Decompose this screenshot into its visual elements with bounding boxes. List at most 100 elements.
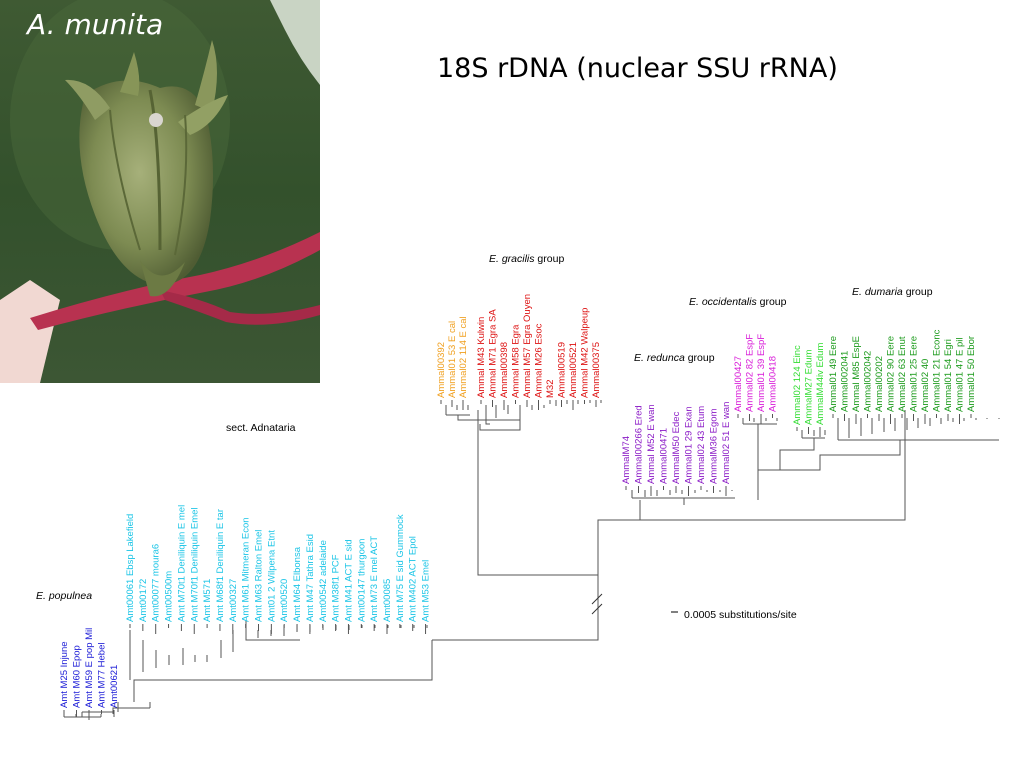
group-label-gracilis: E. gracilis group (489, 253, 564, 265)
tip-label-adnataria: Amt00500m (164, 571, 175, 622)
tip-label-dumaria_dark: Ammal M85 EspE (851, 336, 862, 412)
tip-label-adnataria: Amt00085 (382, 579, 393, 622)
tip-label-redunca: Ammal01 29 Exan (684, 406, 695, 484)
tip-label-adnataria: Amt M68f1 Deniliquin E tar (215, 509, 226, 622)
tip-label-dumaria_dark: Ammal01 49 Eere (828, 336, 839, 412)
tip-label-adnataria: Amt M41 ACT E sid (343, 539, 354, 622)
tip-label-adnataria: Amt00542 adelaide (318, 540, 329, 622)
tip-label-adnataria: Amt M53 Emel (421, 560, 432, 622)
tip-label-dumaria_light: Ammal02 124 Einc (792, 345, 803, 425)
tip-label-gracilis_red: Ammal00398 (499, 342, 510, 398)
tip-label-redunca: AmmalM50 Edec (671, 411, 682, 484)
group-label-adnataria: sect. Adnataria (226, 422, 296, 434)
tip-label-dumaria_dark: Ammal02 63 Enut (897, 336, 908, 412)
tip-label-dumaria_light: AmmalM27 Edum (804, 349, 815, 425)
tip-label-adnataria: Amt M75 E sid Gummock (395, 514, 406, 622)
tip-label-redunca: Ammal00266 Ered (634, 405, 645, 484)
tip-label-redunca: Ammal00471 (659, 428, 670, 484)
tip-label-populnea: Amt00621 (109, 665, 120, 708)
internal-branch (479, 412, 521, 431)
tip-label-redunca: AmmalM74 (621, 436, 632, 484)
internal-branch (445, 405, 520, 421)
internal-branch (63, 714, 102, 718)
tip-label-redunca: Ammal02 43 Etum (696, 406, 707, 484)
tip-label-occidentalis: Ammal01 39 EspF (756, 334, 767, 412)
internal-branch (837, 418, 896, 440)
tip-label-adnataria: Amt M70f1 Deniliquin Emel (189, 507, 200, 622)
internal-branch (432, 410, 599, 641)
tip-label-populnea: Amt M25 Injune (59, 641, 70, 708)
tip-label-adnataria: Amt00147 thurgoon (356, 539, 367, 622)
internal-branch (742, 418, 778, 500)
tip-label-dumaria_dark: Ammal00202 (874, 356, 885, 412)
tip-label-adnataria: Amt M47 Tathra Esid (305, 534, 316, 622)
tip-label-occidentalis: Ammal00427 (733, 356, 744, 412)
internal-branch (485, 405, 545, 425)
tip-label-redunca: AmmalM36 Egom (709, 408, 720, 484)
tip-label-adnataria: Amt00172 (138, 579, 149, 622)
internal-branch (129, 630, 184, 680)
tip-label-dumaria_dark: Ammal01 25 Eere (909, 336, 920, 412)
tip-label-populnea: Amt M77 Hebel (97, 643, 108, 708)
internal-branch (194, 620, 300, 662)
tip-label-dumaria_dark: Ammal01 54 Egri (943, 339, 954, 412)
tip-label-gracilis_red: Ammal M26 Esoc (534, 323, 545, 398)
tip-label-adnataria: Amt M63 Ralton Emel (254, 530, 265, 622)
tip-label-occidentalis: Ammal00418 (768, 356, 779, 412)
tip-label-gracilis_red: M32 (545, 380, 556, 398)
tip-label-redunca: Ammal02 51 E wan (721, 402, 732, 484)
internal-branch (780, 418, 1000, 471)
tip-label-dumaria_dark: Ammal002042 (863, 351, 874, 412)
tip-label-adnataria: Amt M61 Mitmeran Econ (241, 517, 252, 622)
tip-label-adnataria: Amt M64 Elbonsa (292, 546, 303, 622)
tip-label-dumaria_dark: Ammal02 40 (920, 359, 931, 412)
group-label-dumaria: E. dumaria group (852, 286, 933, 298)
tip-label-gracilis_red: Ammal00375 (591, 342, 602, 398)
internal-branch (758, 430, 826, 471)
tip-label-gracilis_orange: Ammal02 114 E cal (458, 316, 469, 398)
tip-label-gracilis_red: Ammal00521 (568, 342, 579, 398)
slide-title: 18S rDNA (nuclear SSU rRNA) (437, 53, 838, 84)
internal-branch (632, 490, 735, 505)
scale-label: 0.0005 substitutions/site (684, 609, 797, 621)
tip-label-gracilis_red: Ammal M42 Walpeup (580, 308, 591, 398)
branch-break-marker (591, 593, 603, 615)
tip-label-adnataria: Amt M38f1 PCF (331, 554, 342, 622)
tip-label-populnea: Amt M60 Epop (72, 645, 83, 708)
tip-label-adnataria: Amt01 2 Wilpena Etnt (266, 530, 277, 622)
tip-label-gracilis_red: Ammal M43 Kulwin (476, 317, 487, 398)
internal-branch (906, 418, 965, 430)
internal-branch (81, 707, 150, 717)
internal-branch (597, 410, 906, 575)
group-label-occidentalis: E. occidentalis group (689, 296, 787, 308)
tip-label-adnataria: Amt00077 moura6 (151, 544, 162, 622)
photo-a-munita (0, 0, 320, 383)
tip-label-dumaria_light: AmmalM44iv Edum (815, 343, 826, 425)
tip-label-occidentalis: Ammal02 82 EspF (745, 334, 756, 412)
tip-label-adnataria: Amt00327 (228, 579, 239, 622)
internal-branch (631, 490, 696, 498)
tip-label-dumaria_dark: Ammal002041 (840, 351, 851, 412)
tip-label-dumaria_dark: Ammal01 50 Ebor (966, 336, 977, 412)
internal-branch (257, 625, 337, 638)
internal-branch (348, 625, 428, 630)
tip-label-gracilis_red: Ammal00519 (557, 342, 568, 398)
group-label-redunca: E. redunca group (634, 352, 715, 364)
tree-branches (63, 400, 1000, 720)
group-label-populnea: E. populnea (36, 590, 92, 602)
tip-label-gracilis_red: Ammal M71 Egra SA (488, 309, 499, 398)
tip-label-dumaria_dark: Ammal02 90 Eere (886, 336, 897, 412)
tip-label-dumaria_dark: Ammal01 47 E pil (955, 338, 966, 412)
tip-label-redunca: Ammal M52 E wan (646, 404, 657, 484)
tip-label-adnataria: Amt M402 ACT Epol (408, 536, 419, 622)
photo-caption: A. munita (27, 8, 164, 41)
tip-label-adnataria: Amt M73 E mel ACT (369, 536, 380, 622)
internal-branch (117, 640, 433, 712)
tip-label-gracilis_orange: Ammal01 53 E cal (447, 321, 458, 398)
tip-label-gracilis_red: Ammal M58 Egra (511, 324, 522, 398)
tip-label-adnataria: Amt M571 (202, 579, 213, 622)
internal-branch (555, 400, 602, 406)
tip-label-adnataria: Amt00520 (279, 579, 290, 622)
